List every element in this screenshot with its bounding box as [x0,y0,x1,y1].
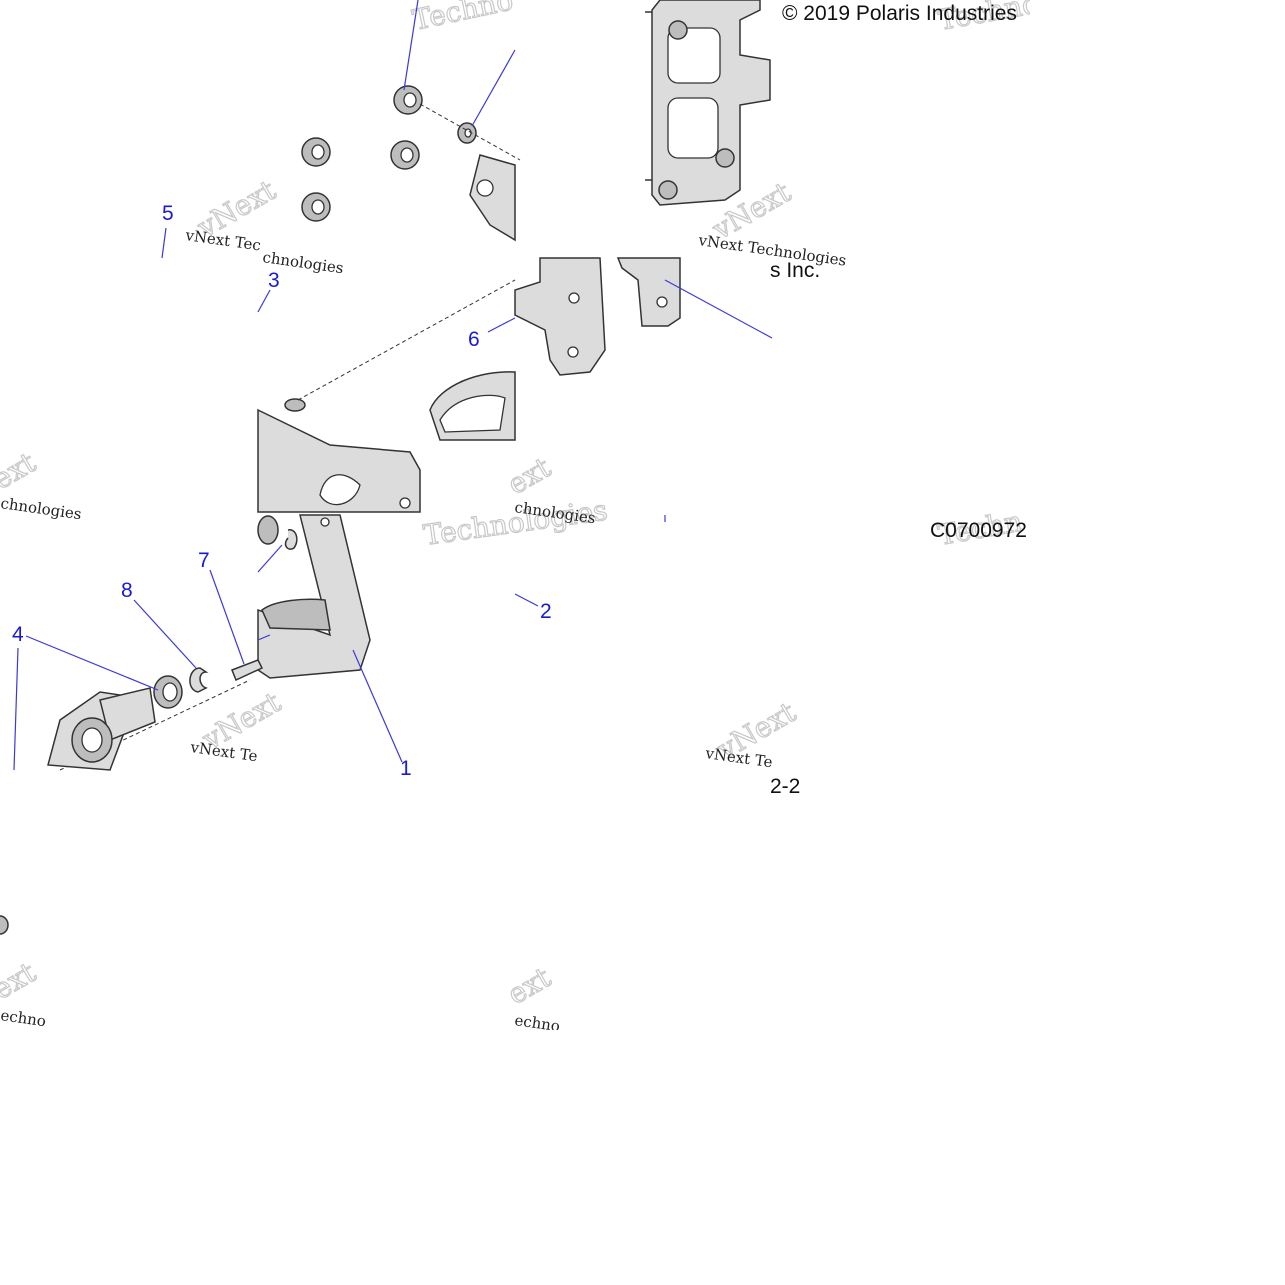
stray-washer [0,915,9,935]
callout-2: 2 [540,600,552,623]
copyright-text: © 2019 Polaris Industries [782,2,1017,25]
callouts: 1 2 3 4 5 6 7 8 [12,202,552,780]
callout-3: 3 [268,269,280,292]
leader-lines [13,0,773,771]
blank-region-bottom [0,1030,1285,1285]
watermark-layer: Techno Technologies Techno Techn vNext v… [0,0,1042,1035]
plate-flange [514,257,681,376]
watermark-techno-top: Techno [410,0,516,37]
flange-nuts [301,85,477,222]
callout-4: 4 [12,623,24,646]
watermark-ext-4: ext [502,960,557,1011]
watermark-serif-7: echno [0,1006,47,1030]
watermark-ext-1: ext [0,445,42,496]
copyright-fragment: s Inc. [770,259,820,282]
mounting-plate [645,0,771,206]
watermark-serif-3: chnologies [0,494,83,523]
watermark-ext-2: ext [502,450,557,501]
callout-5: 5 [162,202,174,225]
callout-1: 1 [400,757,412,780]
pivot-bushing [47,687,156,771]
watermark-serif-1: vNext Tec [183,226,262,255]
watermark-serif-6: vNext Te [703,744,773,771]
callout-6: 6 [468,328,480,351]
diagram-code: C0700972 [930,519,1027,542]
watermark-ext-3: ext [0,955,42,1006]
callout-8: 8 [121,579,133,602]
pedal-arm-top [469,154,516,242]
page-fragment: 2-2 [770,775,800,798]
pedal-arm-assembly [257,279,516,679]
pedal-fasteners [59,515,298,771]
callout-7: 7 [198,549,210,572]
watermark-serif-5: vNext Te [188,738,258,765]
